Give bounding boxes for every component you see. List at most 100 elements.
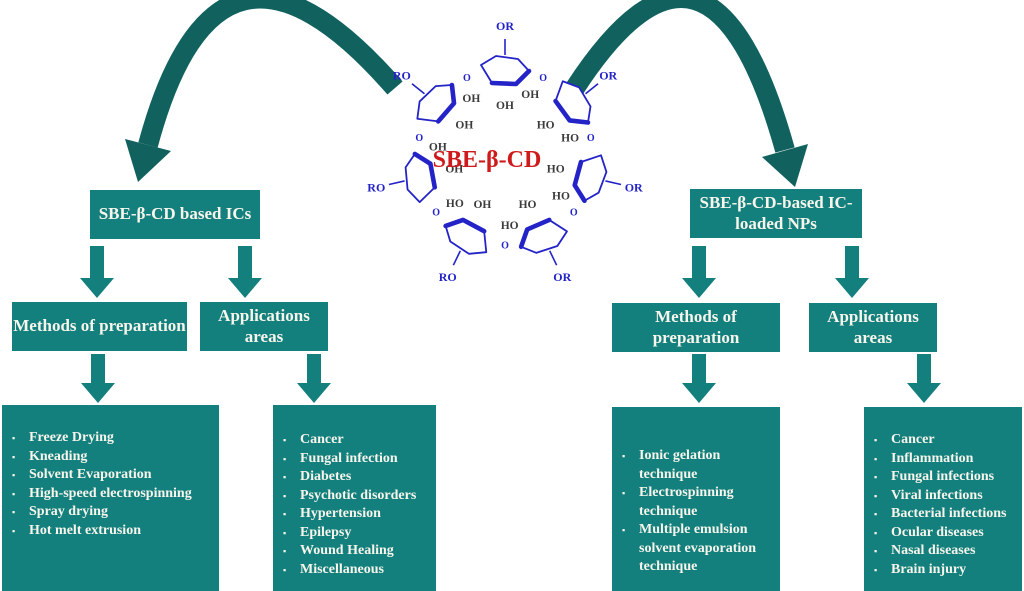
list-item: ▪ Ocular diseases [864, 524, 1022, 543]
arrow-left-applications-to-list [297, 354, 331, 403]
list-item-label: Fungal infections [891, 469, 995, 484]
molecule-label: RO [439, 270, 457, 284]
molecule-label: O [501, 241, 509, 252]
list-item: ▪ Brain injury [864, 561, 1022, 580]
sugar-bold-edge [553, 98, 591, 125]
list-item-label: Solvent Evaporation [29, 467, 152, 482]
list-item: ▪ Epilepsy [273, 524, 436, 543]
list-item-label: Nasal diseases [891, 543, 976, 558]
list-item: ▪ Multiple emulsion solvent evaporation t… [612, 521, 780, 577]
left-methods-list-box: ▪Freeze Drying ▪ Kneading ▪ Solvent Evaporat… [2, 405, 219, 591]
arrow-right-applications-to-list [907, 354, 941, 403]
list-item-label: Cancer [300, 432, 344, 447]
list-item: ▪Wound Healing [273, 542, 436, 561]
list-item-label: Ionic gelation technique [639, 448, 721, 482]
list-item-label: Ocular diseases [891, 524, 984, 540]
bullet-icon: ▪ [283, 564, 287, 575]
molecule-label: HO [446, 198, 464, 210]
sugar-bold-edge [518, 217, 552, 250]
sugar-bold-edge [435, 82, 457, 124]
substituent-bond [388, 180, 405, 186]
molecule-label: RO [367, 180, 385, 194]
bullet-icon: ▪ [874, 453, 878, 464]
list-item-label: Epilepsy [300, 524, 352, 540]
molecule-label: HO [519, 199, 537, 211]
sugar-bold-edge [572, 159, 587, 204]
left-methods-box: Methods of preparation [12, 302, 187, 351]
right-methods-list: ▪Ionic gelation technique▪Electrospinnin… [612, 447, 780, 577]
bullet-icon: ▪ [874, 472, 878, 482]
list-item: ▪Hypertension [273, 505, 436, 524]
molecule-label: OH [429, 141, 447, 153]
right-methods-list-box: ▪Ionic gelation technique▪Electrospinnin… [612, 407, 780, 591]
molecule-label: OR [625, 180, 643, 194]
molecule-label: OH [462, 93, 480, 105]
list-item: ▪Hot melt extrusion [2, 522, 219, 541]
list-item-label: Cancer [891, 432, 935, 447]
bullet-icon: ▪ [622, 525, 626, 535]
list-item-label: Kneading [29, 448, 88, 464]
bullet-icon: ▪ [283, 509, 287, 519]
bullet-icon: ▪ [874, 527, 878, 538]
right-methods-box: Methods of preparation [612, 303, 780, 352]
arrow-left-header-to-methods [80, 246, 114, 298]
list-item: ▪Cancer [273, 431, 436, 450]
list-item: ▪Diabetes [273, 468, 436, 487]
molecule-label: HO [537, 120, 555, 132]
arrow-right-methods-to-list [682, 354, 716, 403]
list-item-label: Bacterial infections [891, 506, 1007, 521]
molecule-label: O [570, 207, 578, 218]
list-item-label: Psychotic disorders [300, 487, 417, 503]
bullet-icon: ▪ [12, 451, 16, 462]
list-item-label: Electrospinning technique [639, 485, 734, 519]
list-item-label: Wound Healing [300, 543, 394, 558]
list-item: ▪Inflammation [864, 450, 1022, 469]
bullet-icon: ▪ [874, 509, 878, 519]
molecule-center-label: SBE-β-CD [433, 147, 542, 173]
molecule-label: OH [473, 199, 491, 211]
right-applications-list-box: ▪Cancer▪Inflammation▪Fungal infections▪V… [864, 407, 1022, 591]
right-header-box: SBE-β-CD-based IC-loaded NPs [690, 189, 862, 238]
bullet-icon: ▪ [12, 525, 16, 536]
molecule-label: O [432, 207, 440, 218]
arrow-left-methods-to-list [81, 354, 115, 403]
molecule-label: OR [496, 19, 514, 33]
flow-arrows [80, 246, 941, 403]
bullet-icon: ▪ [12, 507, 16, 517]
left-header-box: SBE-β-CD based ICs [90, 190, 260, 239]
substituent-bond [585, 83, 599, 95]
curved-arrow-left [125, 0, 403, 182]
bullet-icon: ▪ [283, 472, 287, 482]
bullet-icon: ▪ [874, 564, 878, 575]
substituent-bond [548, 250, 558, 266]
list-item: ▪ Ionic gelation technique [612, 447, 780, 484]
bullet-icon: ▪ [622, 451, 626, 461]
list-item-label: Multiple emulsion solvent evaporation te… [639, 522, 757, 574]
molecule-label: OR [553, 270, 571, 284]
molecule-label: OH [521, 89, 539, 101]
sugar-bold-edge [412, 151, 438, 190]
molecule-label: O [415, 133, 423, 144]
sugar-bold-edge [443, 217, 487, 234]
bullet-icon: ▪ [874, 546, 878, 556]
list-item-label: High-speed electrospinning [29, 485, 192, 501]
list-item: ▪High-speed electrospinning [2, 485, 219, 504]
list-item: ▪ Nasal diseases [864, 542, 1022, 561]
bullet-icon: ▪ [874, 435, 878, 445]
bullet-icon: ▪ [283, 527, 287, 538]
bullet-icon: ▪ [283, 453, 287, 464]
molecule-label: OH [445, 164, 463, 176]
left-applications-list: ▪Cancer▪Fungal infection▪Diabetes▪Psycho… [273, 431, 436, 579]
list-item-label: Brain injury [891, 561, 967, 577]
list-item: ▪Electrospinning technique [612, 484, 780, 521]
left-applications-box: Applications areas [200, 302, 328, 351]
substituent-bond [452, 250, 462, 266]
arrow-left-header-to-applications [228, 246, 262, 298]
substituent-bond [605, 180, 622, 186]
list-item: ▪Miscellaneous [273, 561, 436, 580]
list-item-label: Fungal infection [300, 450, 398, 466]
bullet-icon: ▪ [283, 490, 287, 501]
right-applications-list: ▪Cancer▪Inflammation▪Fungal infections▪V… [864, 431, 1022, 579]
list-item: ▪Freeze Drying [2, 429, 219, 448]
